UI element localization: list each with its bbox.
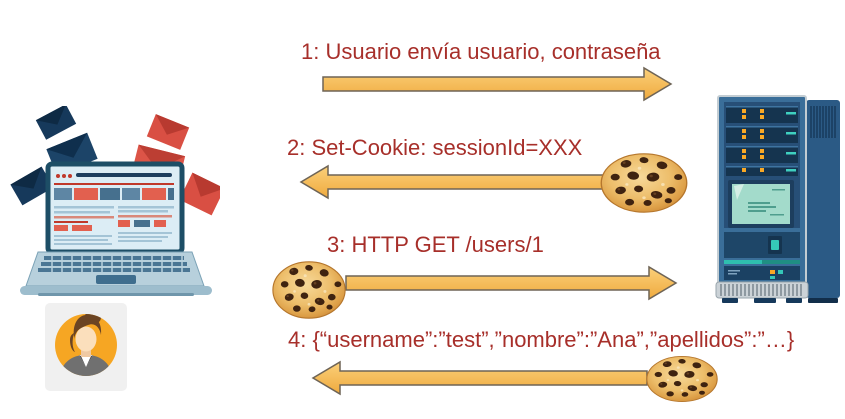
cookie-icon — [599, 152, 689, 214]
server-screen — [728, 180, 794, 228]
message-2-arrow-left — [299, 164, 612, 200]
message-2-label: 2: Set-Cookie: sessionId=XXX — [287, 135, 583, 160]
message-3-arrow-right — [345, 265, 678, 301]
server-tower-illustration — [715, 95, 840, 303]
client-laptop-illustration — [10, 106, 220, 296]
user-avatar — [45, 303, 127, 391]
message-1-arrow-right — [322, 66, 673, 102]
server-rack-leds — [726, 106, 798, 176]
cookie-icon — [645, 355, 719, 403]
message-1-label: 1: Usuario envía usuario, contraseña — [301, 39, 661, 64]
message-3-label: 3: HTTP GET /users/1 — [327, 232, 544, 257]
message-4-arrow-left — [311, 360, 648, 396]
laptop-keyboard — [20, 251, 212, 296]
laptop-screen — [45, 161, 185, 255]
message-4-label: 4: {“username”:”test”,”nombre”:”Ana”,”ap… — [288, 327, 795, 352]
cookie-icon — [271, 260, 347, 320]
